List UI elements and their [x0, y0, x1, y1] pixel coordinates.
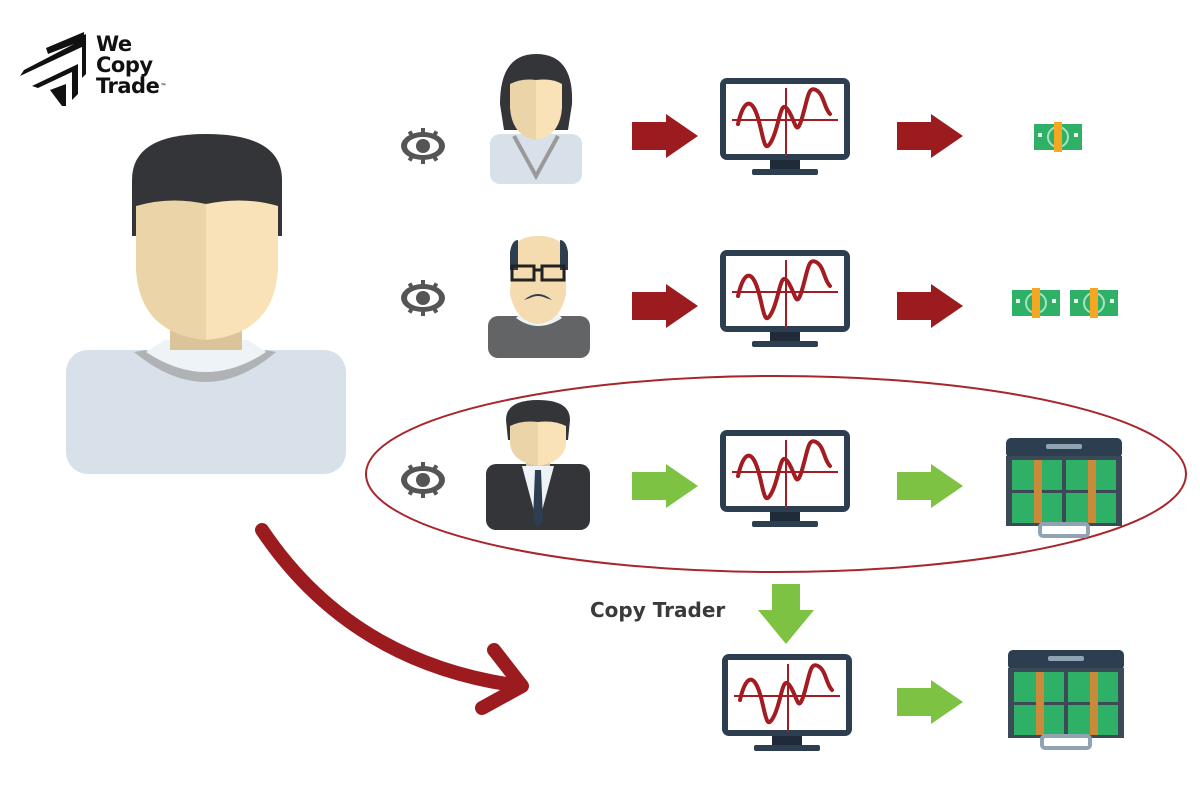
- green-arrow-row3-a: [632, 464, 698, 508]
- red-arrow-row2-a: [632, 284, 698, 328]
- cash-bundle-icon-row2-a: [1011, 287, 1061, 319]
- trader-businessman-avatar: [486, 400, 590, 530]
- trader-woman-avatar: [490, 54, 582, 184]
- red-arrow-row1-b: [897, 114, 963, 158]
- green-arrow-down: [758, 584, 814, 644]
- trader-old-man-avatar: [488, 236, 590, 358]
- monitor-chart-row1: [718, 76, 852, 177]
- eye-icon-row3: [401, 462, 445, 498]
- curved-red-arrow: [255, 523, 529, 715]
- highlight-ellipse: [365, 375, 1187, 573]
- brand-word-we: We: [96, 32, 132, 56]
- brand-wordmark: We Copy Trade™: [96, 34, 166, 97]
- cash-bundle-icon-row2-b: [1069, 287, 1119, 319]
- cash-bundle-icon-row1: [1033, 121, 1083, 153]
- trademark-symbol: ™: [160, 83, 167, 90]
- monitor-chart-row3: [718, 428, 852, 529]
- monitor-chart-copy: [720, 652, 854, 753]
- eye-icon-row2: [401, 280, 445, 316]
- cash-briefcase-icon-row3: [1004, 436, 1124, 538]
- brand-logo: [16, 28, 186, 108]
- red-arrow-row2-b: [897, 284, 963, 328]
- green-arrow-row3-b: [897, 464, 963, 508]
- monitor-chart-row2: [718, 248, 852, 349]
- green-arrow-copy: [897, 680, 963, 724]
- cash-briefcase-icon-copy: [1006, 648, 1126, 750]
- brand-word-trade: Trade: [96, 74, 160, 98]
- logo-mark-icon: [20, 32, 86, 106]
- brand-word-trade-line: Trade™: [96, 76, 166, 97]
- red-arrow-row1-a: [632, 114, 698, 158]
- copy-trader-label: Copy Trader: [590, 598, 726, 622]
- eye-icon-row1: [401, 128, 445, 164]
- brand-word-copy: Copy: [96, 53, 153, 77]
- follower-avatar: [66, 134, 346, 474]
